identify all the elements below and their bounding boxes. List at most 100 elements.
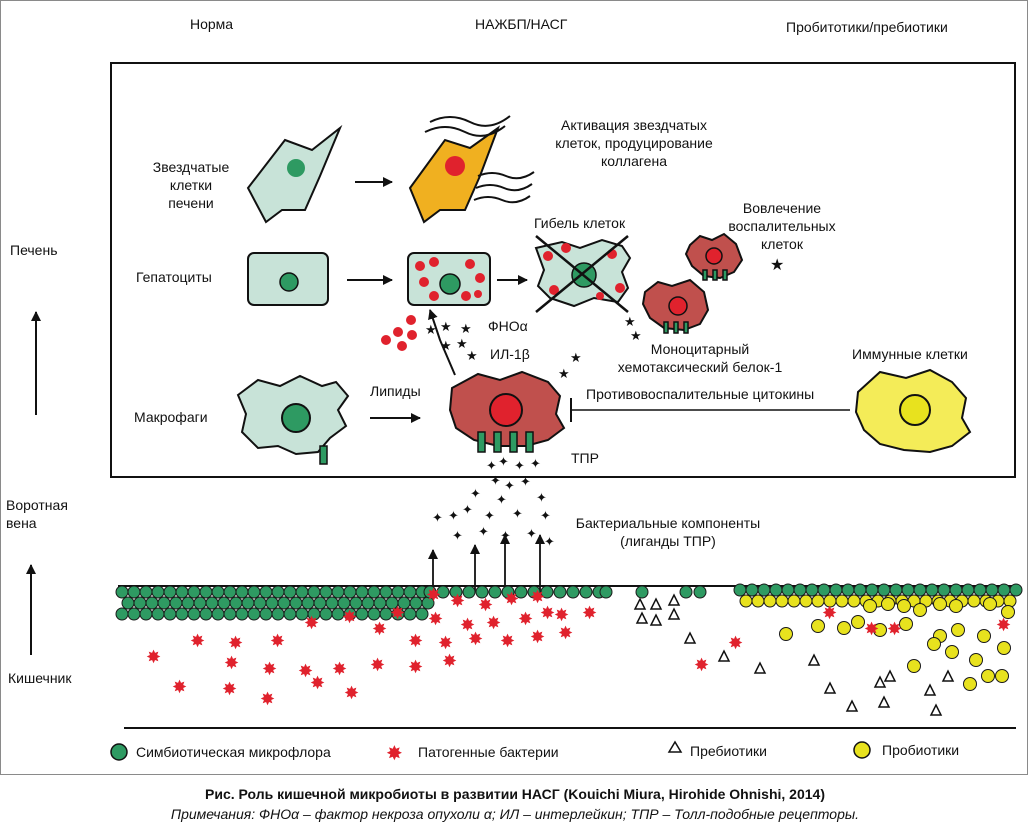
probiotic-bacterium xyxy=(851,615,865,629)
svg-text:✦: ✦ xyxy=(496,492,507,507)
symbiotic-bacterium xyxy=(247,607,261,621)
svg-text:✦: ✦ xyxy=(504,478,515,493)
symbiotic-bacterium xyxy=(139,607,153,621)
pathogenic-bacterium: ✸ xyxy=(694,655,709,675)
inflammatory-cell-2 xyxy=(641,278,710,334)
probiotic-bacterium xyxy=(775,594,789,608)
translocation-arrows xyxy=(428,534,545,592)
symbiotic-bacterium xyxy=(331,585,345,599)
pathogenic-bacterium: ✸ xyxy=(450,591,465,611)
svg-text:★: ★ xyxy=(558,366,570,381)
legend-symbiotic-icon xyxy=(110,743,128,761)
symbiotic-bacterium xyxy=(223,585,237,599)
symbiotic-bacterium xyxy=(277,596,291,610)
symbiotic-bacterium xyxy=(540,585,554,599)
symbiotic-bacterium xyxy=(205,596,219,610)
probiotic-bacterium xyxy=(881,597,895,611)
label-lipids: Липиды xyxy=(370,383,421,399)
svg-text:★: ★ xyxy=(425,322,437,337)
probiotic-bacterium xyxy=(739,594,753,608)
symbiotic-bacterium xyxy=(175,585,189,599)
label-il1: ИЛ-1β xyxy=(490,346,530,362)
pathogenic-bacteria: ✸✸✸✸✸✸✸✸✸✸✸✸✸✸✸✸✸✸✸✸✸✸✸✸✸✸✸✸✸✸✸✸✸✸✸✸✸✸✸✸… xyxy=(146,585,1011,709)
pathogenic-bacterium: ✸ xyxy=(887,619,902,639)
probiotic-bacterium xyxy=(787,594,801,608)
pathogenic-bacterium: ✸ xyxy=(228,633,243,653)
svg-text:✦: ✦ xyxy=(536,490,547,505)
prebiotic-triangles xyxy=(633,593,955,716)
pathogenic-bacterium: ✸ xyxy=(408,631,423,651)
side-label-portal-vein: Воротная вена xyxy=(6,497,68,531)
symbiotic-bacterium xyxy=(391,585,405,599)
svg-text:✦: ✦ xyxy=(448,508,459,523)
symbiotic-bacterium xyxy=(379,585,393,599)
svg-text:✦: ✦ xyxy=(432,510,443,525)
prebiotic-particle xyxy=(667,593,681,606)
pathogenic-bacterium: ✸ xyxy=(728,633,743,653)
svg-text:✦: ✦ xyxy=(490,473,501,488)
pathogenic-bacterium: ✸ xyxy=(172,677,187,697)
pathogenic-bacterium: ✸ xyxy=(582,603,597,623)
symbiotic-bacterium xyxy=(313,596,327,610)
prebiotic-particle xyxy=(683,631,697,644)
symbiotic-bacterium xyxy=(805,583,819,597)
symbiotic-bacterium xyxy=(181,596,195,610)
pathogenic-bacterium: ✸ xyxy=(262,659,277,679)
prebiotic-particle xyxy=(635,611,649,624)
prebiotic-particle xyxy=(941,669,955,682)
symbiotic-bacterium xyxy=(415,607,429,621)
symbiotic-bacterium xyxy=(889,583,903,597)
symbiotic-bacterium xyxy=(247,585,261,599)
pathogenic-bacterium: ✸ xyxy=(224,653,239,673)
symbiotic-bacterium xyxy=(199,585,213,599)
probiotic-bacterium xyxy=(897,599,911,613)
symbiotic-bacterium xyxy=(127,607,141,621)
symbiotic-bacterium xyxy=(211,585,225,599)
pathogenic-bacterium: ✸ xyxy=(530,627,545,647)
legend-probiotic-icon xyxy=(853,741,871,759)
symbiotic-bacterium xyxy=(599,585,613,599)
probiotic-bacterium xyxy=(949,599,963,613)
probiotic-bacterium xyxy=(967,594,981,608)
symbiotic-bacterium xyxy=(211,607,225,621)
symbiotic-bacterium xyxy=(283,585,297,599)
pathogenic-bacterium: ✸ xyxy=(370,655,385,675)
pathogenic-bacterium: ✸ xyxy=(518,609,533,629)
probiotic-bacterium xyxy=(847,594,861,608)
pathogenic-bacterium: ✸ xyxy=(260,689,275,709)
probiotic-bacterium xyxy=(1001,605,1015,619)
cytokine-stars: ★★★ ★★★ ★★★★ xyxy=(425,314,642,381)
immune-cell xyxy=(854,368,972,454)
column-header-norm: Норма xyxy=(190,16,234,32)
symbiotic-bacterium xyxy=(325,596,339,610)
svg-text:✦: ✦ xyxy=(478,524,489,539)
symbiotic-bacterium xyxy=(901,583,915,597)
symbiotic-bacterium xyxy=(355,585,369,599)
svg-text:★: ★ xyxy=(630,328,642,343)
svg-text:✦: ✦ xyxy=(452,528,463,543)
symbiotic-bacterium xyxy=(217,596,231,610)
symbiotic-bacterium xyxy=(265,596,279,610)
pathogenic-bacterium: ✸ xyxy=(468,629,483,649)
row-label-hepatocytes: Гепатоциты xyxy=(136,269,212,285)
pathogenic-bacterium: ✸ xyxy=(530,587,545,607)
symbiotic-bacterium xyxy=(865,583,879,597)
svg-text:★: ★ xyxy=(440,319,452,334)
symbiotic-bacterium xyxy=(403,585,417,599)
pathogenic-bacterium: ✸ xyxy=(822,603,837,623)
label-mcp1: Моноцитарный хемотаксический белок-1 xyxy=(617,341,783,375)
symbiotic-bacterium xyxy=(157,596,171,610)
symbiotic-bacterium xyxy=(973,583,987,597)
svg-text:✦: ✦ xyxy=(498,454,509,469)
symbiotic-bacterium xyxy=(241,596,255,610)
legend-pathogenic-label: Патогенные бактерии xyxy=(418,744,559,760)
prebiotic-particle xyxy=(845,699,859,712)
symbiotic-bacterium xyxy=(271,585,285,599)
symbiotic-bacterium xyxy=(301,596,315,610)
symbiotic-bacterium xyxy=(223,607,237,621)
steatotic-hepatocyte xyxy=(407,252,491,306)
symbiotic-bacterium xyxy=(436,585,450,599)
legend-symbiotic-label: Симбиотическая микрофлора xyxy=(136,744,331,760)
inflammatory-cell-1 xyxy=(684,232,744,281)
label-tlr: ТПР xyxy=(571,450,599,466)
